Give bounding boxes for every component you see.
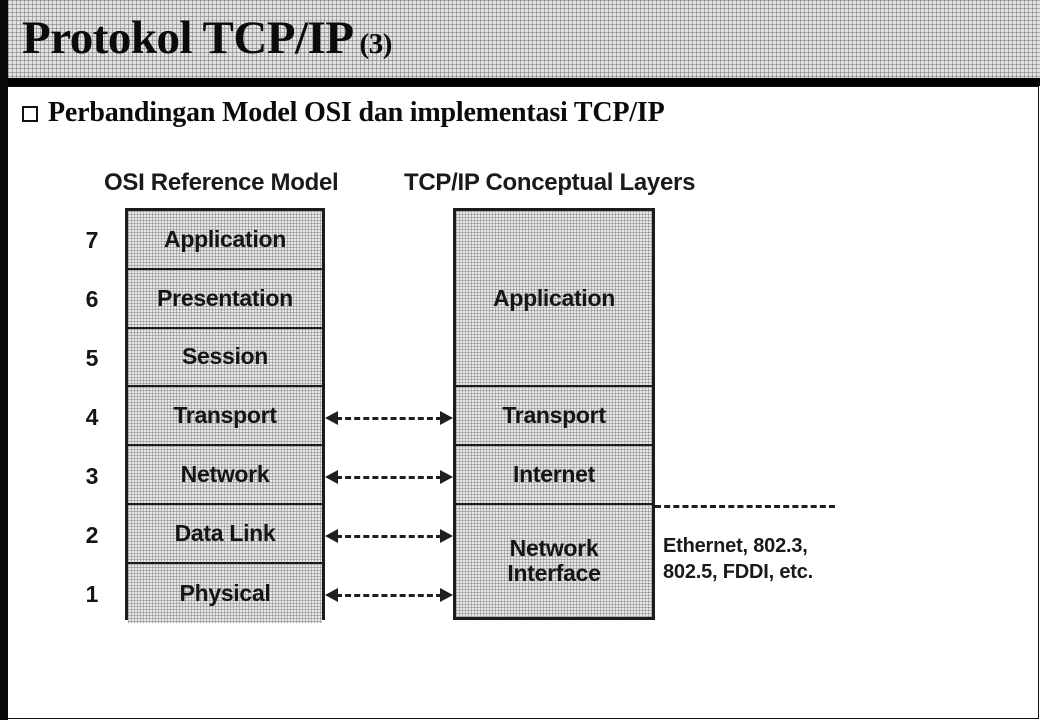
tcpip-layer-network-interface-label: Network Interface bbox=[507, 536, 600, 586]
osi-layer-presentation: Presentation bbox=[128, 269, 322, 329]
page-title: Protokol TCP/IP(3) bbox=[22, 8, 392, 74]
osi-layer-transport-label: Transport bbox=[173, 402, 277, 429]
tcpip-layer-internet-label: Internet bbox=[513, 461, 595, 487]
connector-physical-networkinterface bbox=[325, 588, 453, 602]
osi-layer-presentation-label: Presentation bbox=[157, 284, 293, 311]
arrow-head-right-icon bbox=[440, 529, 453, 543]
tcpip-layer-application-label: Application bbox=[493, 284, 615, 311]
bullet-item: Perbandingan Model OSI dan implementasi … bbox=[22, 97, 665, 129]
osi-layer-transport: Transport bbox=[128, 387, 322, 447]
arrow-head-right-icon bbox=[440, 588, 453, 602]
osi-layer-number-4: 4 bbox=[85, 404, 99, 430]
osi-layer-number-6: 6 bbox=[85, 286, 99, 312]
osi-column-heading: OSI Reference Model bbox=[104, 169, 339, 196]
osi-layer-session: Session bbox=[128, 328, 322, 388]
page-title-main: Protokol TCP/IP bbox=[22, 12, 354, 64]
osi-layer-number-3: 3 bbox=[85, 463, 99, 489]
left-accent-bar bbox=[0, 0, 8, 720]
osi-layer-number-7: 7 bbox=[85, 227, 99, 253]
osi-layer-number-1: 1 bbox=[85, 581, 99, 607]
tcpip-layer-internet: Internet bbox=[456, 446, 652, 505]
osi-layer-physical-label: Physical bbox=[179, 579, 271, 606]
bullet-square-icon bbox=[22, 106, 38, 122]
osi-layer-number-2: 2 bbox=[85, 522, 99, 548]
bullet-item-label: Perbandingan Model OSI dan implementasi … bbox=[48, 97, 665, 128]
osi-layer-application-label: Application bbox=[164, 225, 286, 252]
tcpip-layer-stack: Application Transport Internet Network I… bbox=[453, 208, 655, 620]
tcpip-layer-network-interface-label-line2: Interface bbox=[507, 560, 601, 586]
osi-layer-network-label: Network bbox=[180, 461, 270, 488]
connector-datalink-networkinterface bbox=[325, 529, 453, 543]
tcpip-layer-network-interface: Network Interface bbox=[456, 505, 652, 617]
page-title-suffix: (3) bbox=[359, 28, 393, 60]
arrow-head-left-icon bbox=[325, 588, 338, 602]
dashed-line bbox=[336, 594, 442, 597]
arrow-head-right-icon bbox=[440, 411, 453, 425]
connector-network-internet bbox=[325, 470, 453, 484]
osi-layer-number-5: 5 bbox=[85, 345, 99, 371]
connector-transport-transport bbox=[325, 411, 453, 425]
osi-layer-physical: Physical bbox=[128, 563, 322, 623]
dashed-line bbox=[336, 476, 442, 479]
osi-layer-data-link-label: Data Link bbox=[174, 519, 276, 546]
title-underline bbox=[0, 78, 1040, 86]
dashed-line bbox=[336, 417, 442, 420]
osi-layer-data-link: Data Link bbox=[128, 504, 322, 564]
tcpip-layer-transport: Transport bbox=[456, 387, 652, 446]
network-interface-annotation: Ethernet, 802.3, 802.5, FDDI, etc. bbox=[663, 533, 813, 585]
osi-layer-session-label: Session bbox=[181, 343, 269, 370]
dashed-line bbox=[336, 535, 442, 538]
tcpip-layer-transport-label: Transport bbox=[502, 402, 606, 428]
osi-layer-application: Application bbox=[128, 211, 322, 270]
tcpip-layer-network-interface-label-line1: Network bbox=[509, 535, 599, 561]
tcpip-layer-application: Application bbox=[456, 211, 652, 387]
title-bar: Protokol TCP/IP(3) bbox=[8, 0, 1040, 78]
tcpip-column-heading: TCP/IP Conceptual Layers bbox=[404, 169, 696, 196]
arrow-head-left-icon bbox=[325, 529, 338, 543]
arrow-head-right-icon bbox=[440, 470, 453, 484]
arrow-head-left-icon bbox=[325, 470, 338, 484]
annotation-line1: Ethernet, 802.3, bbox=[663, 535, 808, 557]
osi-layer-network: Network bbox=[128, 446, 322, 505]
arrow-head-left-icon bbox=[325, 411, 338, 425]
osi-layer-stack: Application Presentation Session Transpo… bbox=[125, 208, 325, 623]
annotation-line2: 802.5, FDDI, etc. bbox=[663, 561, 813, 583]
annotation-leader-line bbox=[655, 505, 835, 508]
